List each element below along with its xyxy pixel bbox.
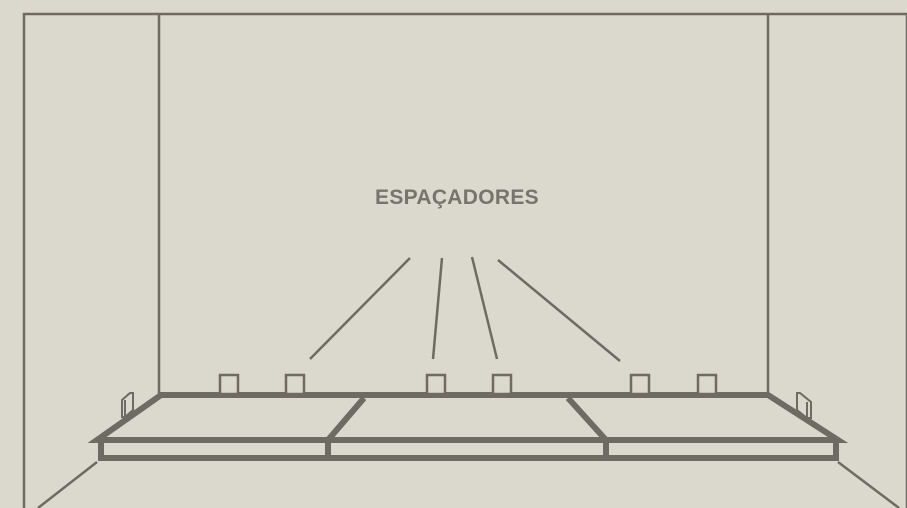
leader-line: [470, 256, 499, 360]
leader-line: [309, 257, 411, 360]
floor-left-perspective-line: [37, 461, 98, 508]
spacer: [284, 373, 306, 396]
room-outline: [22, 12, 907, 508]
panels-top-outline: [87, 392, 849, 443]
leader-line: [431, 257, 444, 360]
spacer: [629, 373, 651, 396]
leader-lines: [309, 256, 621, 362]
spacer: [218, 373, 240, 396]
panel-seam-1: [325, 396, 367, 442]
outer-frame: [22, 12, 907, 508]
spacer: [425, 373, 447, 396]
leader-line: [497, 259, 621, 362]
spacer: [491, 373, 513, 396]
spacers-label: ESPAÇADORES: [375, 186, 539, 209]
panels-front-edge: [98, 437, 839, 461]
spacer: [696, 373, 718, 396]
floor-right-perspective-line: [837, 461, 900, 508]
floor-panels: [87, 392, 849, 461]
spacers: [218, 373, 718, 396]
panel-seam-2: [565, 395, 609, 443]
side-spacers: [121, 392, 812, 419]
